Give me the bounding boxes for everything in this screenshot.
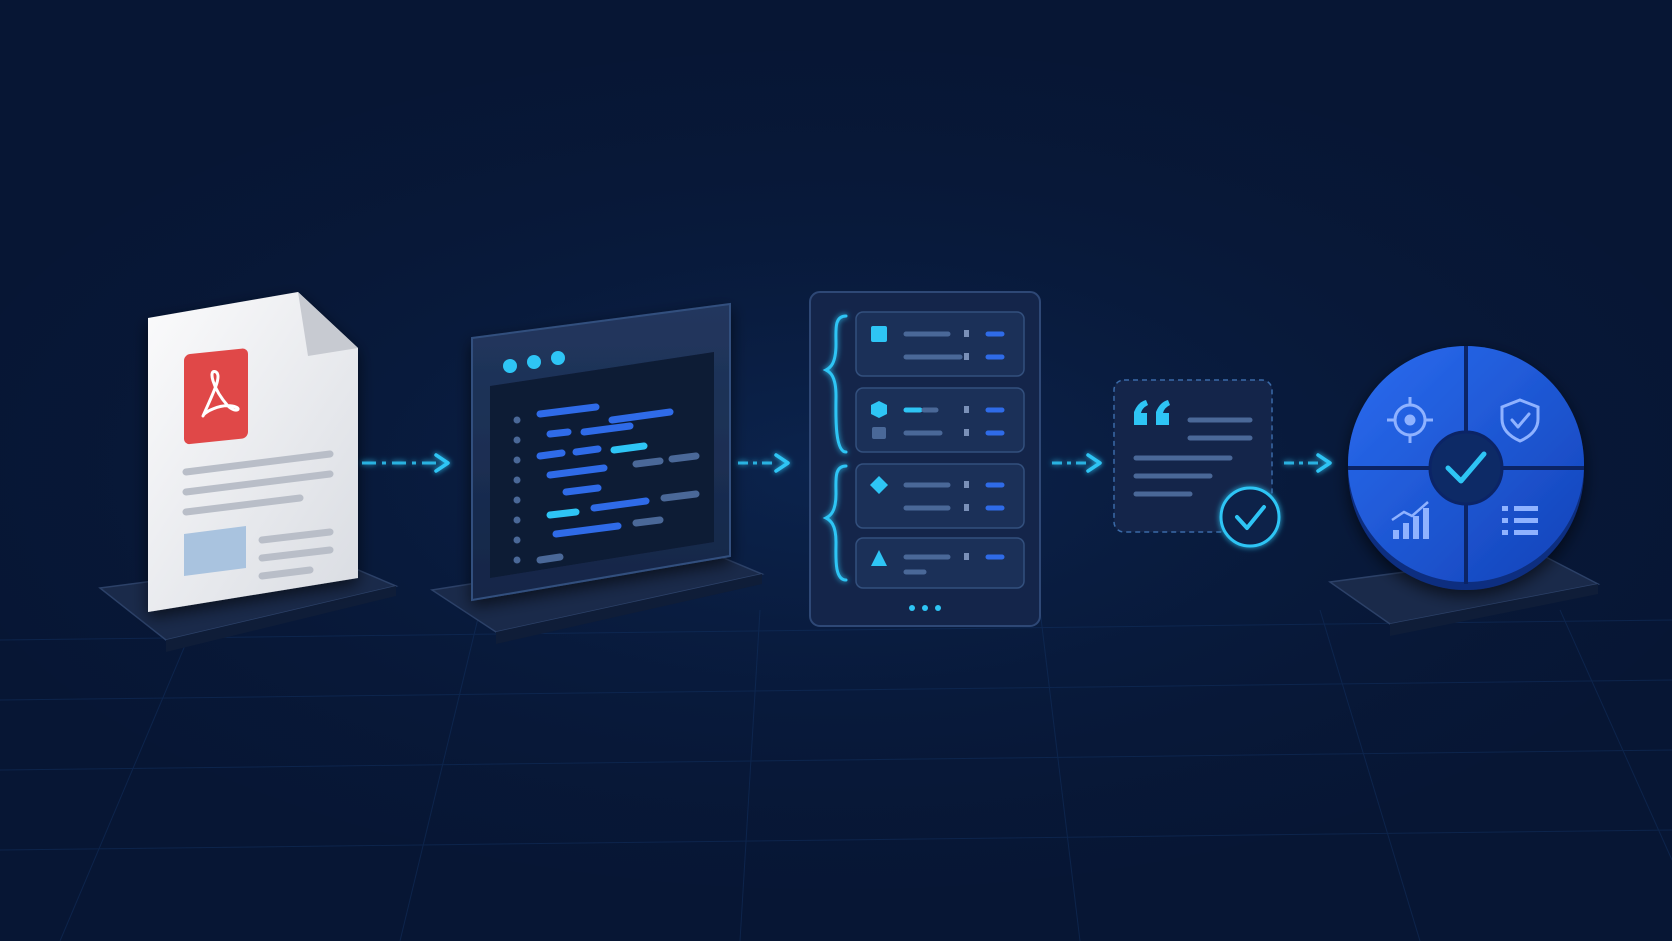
disc-platform-edge bbox=[1390, 584, 1598, 636]
list-icon bbox=[1502, 506, 1538, 535]
square-icon bbox=[871, 326, 887, 342]
quote-icon bbox=[1134, 400, 1170, 425]
record-row bbox=[855, 311, 1025, 377]
page-fold-corner bbox=[298, 292, 358, 356]
bar-chart-icon bbox=[1391, 501, 1429, 539]
code-window bbox=[471, 302, 731, 602]
checkmark-icon bbox=[1445, 451, 1487, 484]
arrow-1 bbox=[362, 453, 450, 473]
structured-records-stage bbox=[809, 291, 1041, 627]
hexagon-icon bbox=[871, 401, 887, 418]
json-braces bbox=[822, 314, 848, 582]
verified-citation-stage bbox=[1113, 379, 1281, 548]
record-rows bbox=[855, 311, 1025, 589]
results-dashboard-stage bbox=[1327, 346, 1601, 636]
code-lines bbox=[536, 403, 700, 564]
record-row bbox=[855, 463, 1025, 529]
code-window-stage bbox=[429, 302, 765, 644]
window-dot-icon bbox=[551, 351, 565, 365]
arrow-4 bbox=[1284, 453, 1332, 473]
record-row bbox=[855, 537, 1025, 589]
disc-center bbox=[1428, 430, 1504, 506]
target-icon bbox=[1387, 397, 1433, 443]
citation-text-lines bbox=[1133, 417, 1253, 497]
code-line-markers bbox=[513, 416, 521, 564]
window-controls bbox=[503, 351, 565, 373]
record-row bbox=[855, 387, 1025, 453]
shield-icon bbox=[1500, 398, 1540, 443]
window-dot-icon bbox=[503, 359, 517, 373]
pdf-image-placeholder bbox=[184, 526, 246, 576]
arrow-2 bbox=[738, 453, 790, 473]
pdf-platform-edge bbox=[166, 586, 396, 652]
window-dot-icon bbox=[527, 355, 541, 369]
code-platform-edge bbox=[496, 574, 762, 644]
pdf-icon bbox=[184, 348, 248, 445]
ellipsis-icon bbox=[909, 605, 941, 611]
triangle-icon bbox=[871, 550, 887, 566]
square-icon bbox=[872, 427, 886, 439]
arrow-3 bbox=[1052, 453, 1102, 473]
pdf-text-lines bbox=[182, 450, 334, 580]
pdf-document-stage bbox=[98, 292, 399, 652]
diamond-icon bbox=[870, 476, 888, 494]
check-circle-icon bbox=[1219, 486, 1281, 548]
